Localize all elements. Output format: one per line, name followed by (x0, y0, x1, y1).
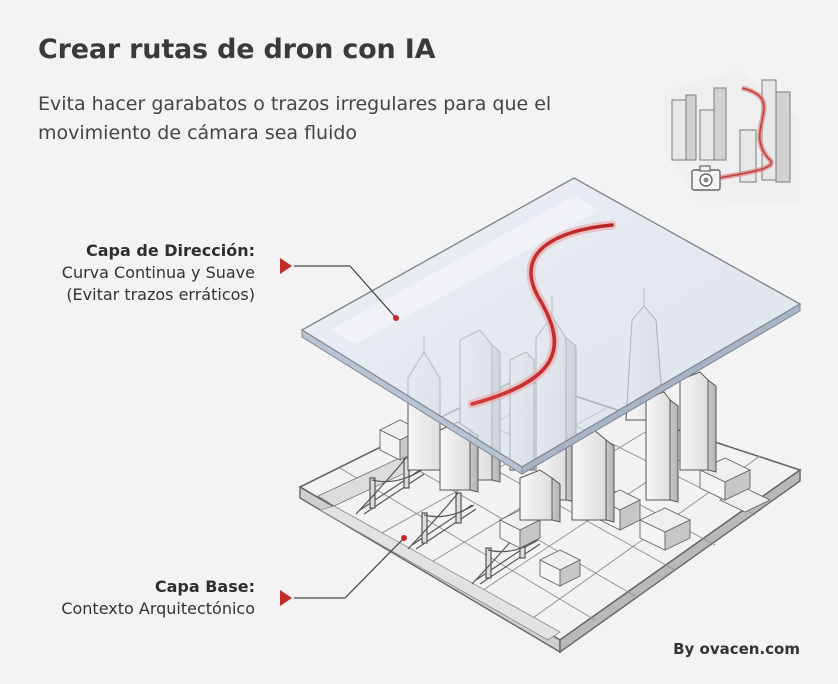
page-title: Crear rutas de dron con IA (38, 34, 436, 65)
direction-anchor-dot (393, 315, 399, 321)
drone-path-city-icon (664, 70, 800, 205)
base-layer-title: Capa Base: (154, 577, 255, 596)
direction-layer-title: Capa de Dirección: (86, 241, 255, 260)
base-layer-line1: Contexto Arquitectónico (61, 599, 255, 618)
page-subtitle: Evita hacer garabatos o trazos irregular… (38, 93, 552, 144)
direction-layer-line1: Curva Continua y Suave (61, 263, 255, 282)
suspension-bridges (355, 457, 541, 585)
direction-layer-label: Capa de Dirección: Curva Continua y Suav… (62, 240, 255, 306)
triangle-marker-icon (280, 590, 292, 606)
camera-icon (691, 165, 721, 191)
base-layer-label: Capa Base: Contexto Arquitectónico (61, 576, 255, 620)
drone-path-curve (467, 220, 617, 409)
credit-link[interactable]: By ovacen.com (673, 640, 800, 658)
base-anchor-dot (401, 535, 407, 541)
direction-layer-line2: (Evitar trazos erráticos) (66, 285, 255, 304)
triangle-marker-icon (280, 258, 292, 274)
leader-lines (294, 265, 405, 599)
